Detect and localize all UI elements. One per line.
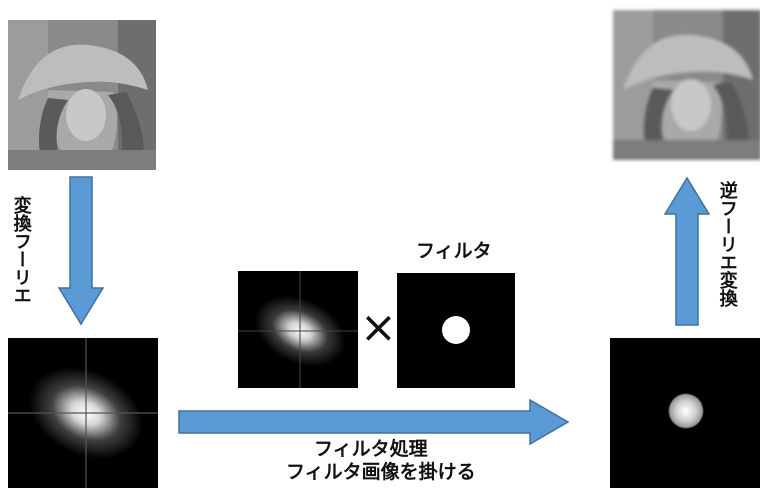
fourier-transform-line1: フーリエ [10, 232, 32, 304]
filter-image [397, 273, 515, 388]
spectrum-image [8, 338, 158, 488]
arrow-down [58, 176, 104, 326]
original-image [8, 20, 156, 170]
filter-multiply-label: フィルタ画像を掛ける [286, 461, 476, 483]
fourier-transform-line2: 変換 [10, 196, 32, 232]
fourier-transform-label: フーリエ 変換 [10, 196, 32, 304]
multiply-symbol: × [360, 302, 397, 353]
spectrum-small-image [238, 271, 358, 388]
filter-title: フィルタ [416, 240, 492, 262]
filtered-spectrum-image [610, 338, 760, 488]
arrow-right [178, 399, 570, 445]
filter-process-label: フィルタ処理 [314, 438, 428, 460]
inverse-result-image [613, 10, 760, 160]
arrow-up [664, 176, 710, 326]
inverse-transform-label: 逆フーリエ変換 [716, 181, 738, 307]
